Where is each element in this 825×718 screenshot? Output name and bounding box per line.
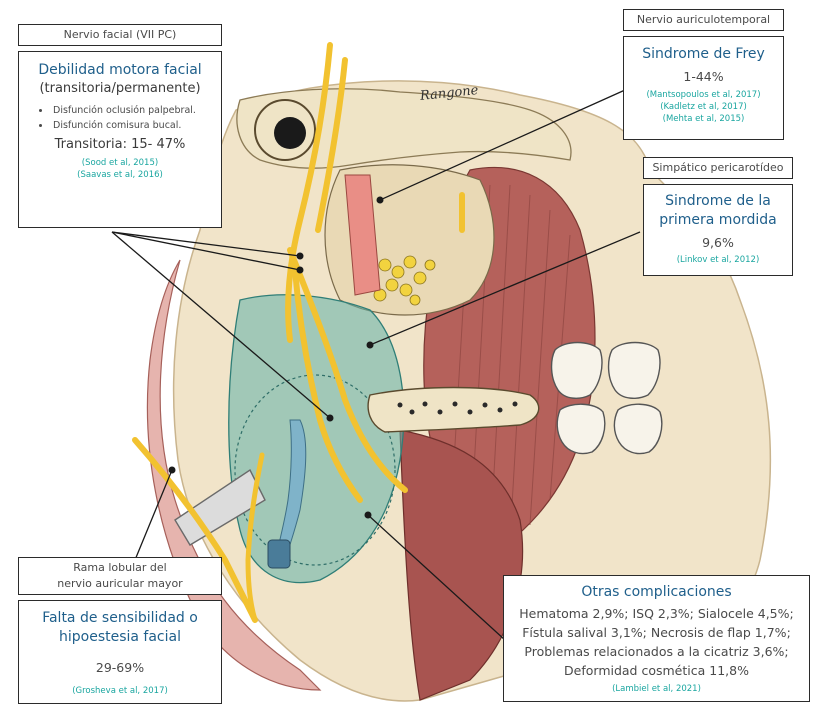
reference: (Kadletz et al, 2017) <box>660 102 747 112</box>
reference: (Sood et al, 2015) <box>81 158 159 168</box>
first-bite-title-line2: primera mordida <box>659 212 777 228</box>
sensory-loss-stat: 29-69% <box>95 660 145 675</box>
reference: (Grosheva et al, 2017) <box>72 686 168 696</box>
sensory-loss-title-line2: hipoestesia facial <box>58 629 181 645</box>
great-auricular-tag: Rama lobular del nervio auricular mayor <box>18 557 222 595</box>
molar-teeth <box>550 341 663 455</box>
great-auricular-branch <box>245 452 265 623</box>
parotid-gland <box>228 294 405 584</box>
retractor <box>174 468 266 546</box>
mandible <box>367 386 540 433</box>
reference: (Lambiel et al, 2021) <box>612 684 701 694</box>
first-bite-stat: 9,6% <box>702 235 734 250</box>
facial-weakness-title: Debilidad motora facial <box>38 62 202 78</box>
other-complications-line: Problemas relacionados a la cicatriz 3,6… <box>524 644 789 659</box>
fat-lobules <box>373 255 436 306</box>
ear-canal-hole <box>274 117 306 149</box>
list-item: Disfunción comisura bucal. <box>51 119 215 132</box>
other-complications-line: Deformidad cosmética 11,8% <box>564 663 749 678</box>
leader-dots <box>168 196 384 519</box>
sensory-loss-title-line1: Falta de sensibilidad o <box>42 610 198 626</box>
other-complications-title: Otras complicaciones <box>581 584 732 600</box>
facial-nerve-branches <box>285 42 465 503</box>
other-complications-line: Fístula salival 3,1%; Necrosis de flap 1… <box>522 625 791 640</box>
frey-syndrome-stat: 1-44% <box>683 69 724 84</box>
sympathetic-tag-text: Simpático pericarotídeo <box>652 161 784 174</box>
gland-outline <box>234 374 396 566</box>
reference: (Mantsopoulos et al, 2017) <box>646 90 761 100</box>
frey-syndrome-box: Sindrome de Frey 1-44% (Mantsopoulos et … <box>623 36 784 140</box>
list-item: Disfunción oclusión palpebral. <box>51 104 215 117</box>
first-bite-title-line1: Sindrome de la <box>665 193 771 209</box>
vein-stump <box>267 539 291 569</box>
facial-nerve-tag-text: Nervio facial (VII PC) <box>63 28 177 41</box>
sensory-loss-box: Falta de sensibilidad o hipoestesia faci… <box>18 600 222 704</box>
facial-weakness-subtitle: (transitoria/permanente) <box>39 81 201 96</box>
bone-marrow-dots <box>397 401 518 415</box>
auriculotemporal-tag: Nervio auriculotemporal <box>623 9 784 31</box>
first-bite-box: Sindrome de la primera mordida 9,6% (Lin… <box>643 184 793 276</box>
facial-weakness-stat: Transitoria: 15- 47% <box>54 137 186 152</box>
sympathetic-tag: Simpático pericarotídeo <box>643 157 793 179</box>
lower-muscle <box>399 429 524 701</box>
frey-syndrome-title: Sindrome de Frey <box>642 46 765 62</box>
leader-lines <box>111 89 641 641</box>
facial-weakness-box: Debilidad motora facial (transitoria/per… <box>18 51 222 228</box>
facial-weakness-list: Disfunción oclusión palpebral. Disfunció… <box>25 104 215 132</box>
reference: (Saavas et al, 2016) <box>77 170 163 180</box>
reference: (Linkov et al, 2012) <box>676 255 760 265</box>
other-complications-box: Otras complicaciones Hematoma 2,9%; ISQ … <box>503 575 810 702</box>
facial-nerve-tag: Nervio facial (VII PC) <box>18 24 222 46</box>
other-complications-line: Hematoma 2,9%; ISQ 2,3%; Sialocele 4,5%; <box>519 606 794 621</box>
reference: (Mehta et al, 2015) <box>662 114 745 124</box>
auriculotemporal-tag-text: Nervio auriculotemporal <box>636 13 771 26</box>
great-auricular-nerve <box>132 437 258 623</box>
great-auricular-tag-line1: Rama lobular del <box>73 561 167 574</box>
artery <box>344 174 381 296</box>
great-auricular-tag-line2: nervio auricular mayor <box>57 577 183 590</box>
